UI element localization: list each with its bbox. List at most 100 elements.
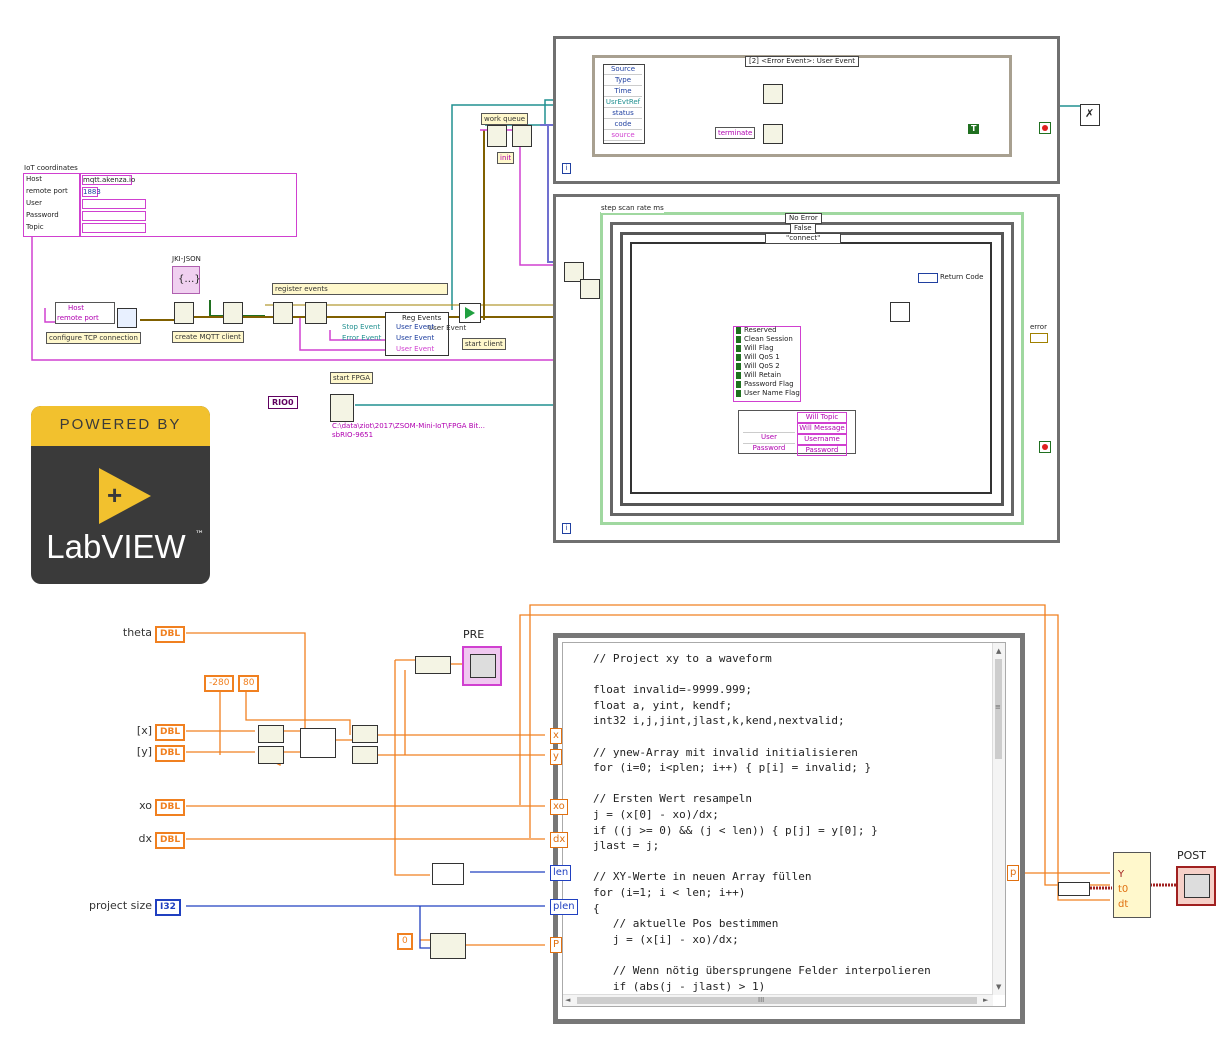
- rio-resource[interactable]: RIO0: [268, 396, 298, 409]
- tcp-open-node[interactable]: [117, 308, 137, 328]
- queue-node-1[interactable]: [487, 125, 507, 147]
- v-scroll-thumb[interactable]: [995, 659, 1002, 759]
- stop-button-2[interactable]: [1039, 441, 1051, 453]
- pre-graph[interactable]: [462, 646, 502, 686]
- iot-row-value[interactable]: mqtt.akenza.io: [82, 175, 136, 185]
- stop-button-1[interactable]: [1039, 122, 1051, 134]
- logo-powered-by: POWERED BY: [59, 416, 182, 433]
- fpga-open-node[interactable]: [330, 394, 354, 422]
- h-scrollbar[interactable]: ◄ III ►: [563, 994, 993, 1006]
- cross-icon: ✗: [1085, 107, 1095, 120]
- iot-row-value[interactable]: [82, 211, 146, 221]
- bundle-pre[interactable]: [415, 656, 451, 674]
- scroll-up-icon[interactable]: ▲: [996, 647, 1002, 655]
- error-label: error: [1030, 323, 1047, 331]
- flag-checkbox[interactable]: [736, 390, 741, 397]
- tunnel-out-p: p: [1007, 865, 1020, 881]
- logo-play-icon: [99, 468, 151, 524]
- wait-node[interactable]: [580, 279, 600, 299]
- flag-checkbox[interactable]: [736, 327, 741, 334]
- scroll-down-icon[interactable]: ▼: [996, 983, 1002, 991]
- reg-events-node[interactable]: Reg Events User Event: [385, 312, 466, 356]
- tunnel-in-dx: dx: [550, 832, 569, 848]
- rotate-node[interactable]: [300, 728, 336, 758]
- bundle-left-label: User: [743, 432, 795, 442]
- code-line: int32 i,j,jint,jlast,k,kend,nextvalid;: [593, 714, 845, 728]
- scroll-left-icon[interactable]: ◄: [565, 996, 571, 1004]
- destroy-queue-node[interactable]: ✗: [1080, 104, 1100, 126]
- dx-control[interactable]: DBL: [155, 832, 186, 849]
- error-node[interactable]: [763, 84, 783, 104]
- client-node-2[interactable]: [273, 302, 293, 324]
- iot-row-value[interactable]: 1883: [82, 187, 101, 197]
- x-control[interactable]: DBL: [155, 724, 186, 741]
- work-queue-label: work queue: [481, 113, 529, 125]
- event-selector[interactable]: [2] <Error Event>: User Event: [745, 56, 860, 67]
- iot-row-label: User: [26, 199, 42, 207]
- y-control[interactable]: DBL: [155, 745, 186, 762]
- post-graph[interactable]: [1176, 866, 1216, 906]
- build-array-y[interactable]: [258, 746, 284, 764]
- queue-node-2[interactable]: [512, 125, 532, 147]
- bundle-right-label: Will Topic: [797, 412, 847, 423]
- init-array-node[interactable]: [430, 933, 466, 959]
- event-field: code: [604, 120, 642, 130]
- true-constant[interactable]: T: [968, 124, 980, 134]
- event-field: source: [604, 131, 642, 141]
- const-neg280[interactable]: -280: [204, 675, 235, 692]
- jki-json-node[interactable]: {…}: [172, 266, 201, 294]
- flag-checkbox[interactable]: [736, 363, 741, 370]
- x-label: [x]: [136, 724, 152, 737]
- play-icon: [465, 307, 475, 319]
- queue-preview-node[interactable]: [564, 262, 584, 282]
- to-dbl-node[interactable]: [1058, 882, 1090, 896]
- flag-checkbox[interactable]: [736, 336, 741, 343]
- xo-control[interactable]: DBL: [155, 799, 186, 816]
- tunnel-in-xo: xo: [550, 799, 568, 815]
- iot-row-value[interactable]: [82, 199, 146, 209]
- code-line: for (i=1; i < len; i++): [593, 886, 746, 899]
- flag-checkbox[interactable]: [736, 345, 741, 352]
- terminate-label: terminate: [715, 127, 756, 139]
- fpga-target: sbRIO-9651: [332, 431, 374, 439]
- create-client-node[interactable]: [174, 302, 194, 324]
- event-list: Stop Event Error Event User Event User E…: [330, 323, 447, 354]
- flag-checkbox[interactable]: [736, 372, 741, 379]
- h-scroll-thumb[interactable]: [577, 997, 977, 1004]
- connect-node[interactable]: [890, 302, 910, 322]
- build-array-x[interactable]: [258, 725, 284, 743]
- scroll-right-icon[interactable]: ►: [983, 996, 989, 1004]
- index-y[interactable]: [352, 746, 378, 764]
- code-line: // Project xy to a waveform: [593, 652, 772, 665]
- host-bundle: Host remote port: [55, 302, 115, 324]
- release-node[interactable]: [763, 124, 783, 144]
- v-scrollbar[interactable]: ▲ ≡ ▼: [992, 643, 1005, 995]
- theta-control[interactable]: DBL: [155, 626, 186, 643]
- mqtt-node[interactable]: [223, 302, 243, 324]
- connect-selector[interactable]: "connect": [765, 233, 842, 244]
- const-80[interactable]: 80: [238, 675, 260, 692]
- code-line: // XY-Werte in neuen Array füllen: [593, 870, 812, 884]
- fpga-path: C:\data\ziot\2017\ZSOM-Mini-IoT\FPGA Bit…: [332, 422, 485, 430]
- logo-name: LabVIEW: [46, 528, 186, 565]
- code-line: if (abs(j - jlast) > 1): [593, 979, 766, 993]
- scroll-grip: ≡: [995, 703, 1001, 711]
- flag-checkbox[interactable]: [736, 381, 741, 388]
- flag-checkbox[interactable]: [736, 354, 741, 361]
- project-size-control[interactable]: I32: [155, 899, 181, 916]
- iot-row-value[interactable]: [82, 223, 146, 233]
- array-size-node[interactable]: [432, 863, 464, 885]
- const-0[interactable]: 0: [397, 933, 413, 950]
- graph-icon: [470, 654, 496, 678]
- start-client-node[interactable]: [459, 303, 481, 323]
- client-node-3[interactable]: [305, 302, 327, 324]
- return-code-label: Return Code: [940, 273, 984, 281]
- configure-tcp-label: configure TCP connection: [46, 332, 141, 344]
- index-x[interactable]: [352, 725, 378, 743]
